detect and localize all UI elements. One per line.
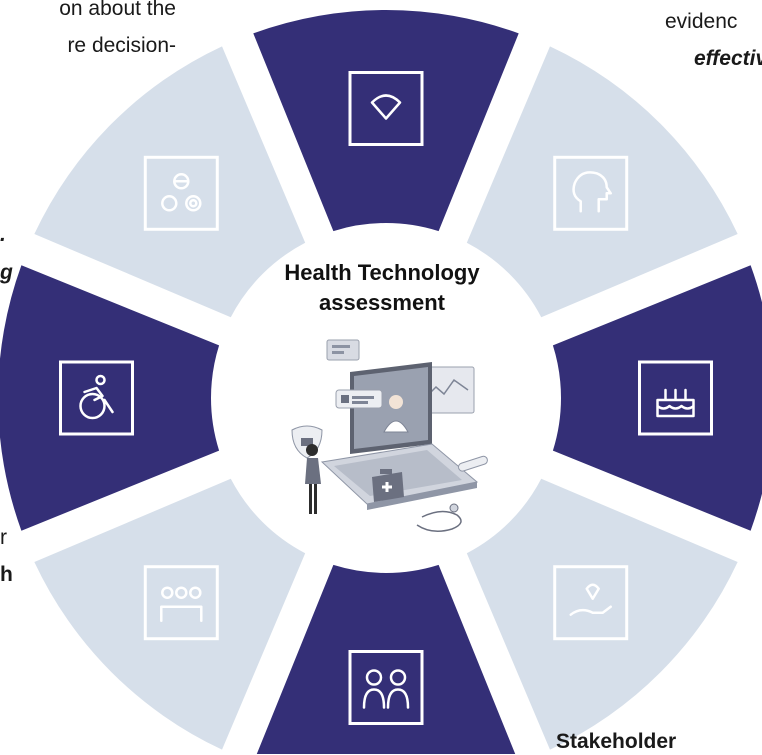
text-left-mid-line2: g xyxy=(0,261,13,284)
text-top-left-line2: re decision- xyxy=(67,34,176,57)
segment-left-lower xyxy=(0,265,220,531)
medical-kit xyxy=(372,469,404,502)
stethoscope xyxy=(416,503,462,532)
center-title-line1: Health Technology xyxy=(284,260,480,285)
hands-heart-icon xyxy=(348,71,424,146)
text-left-low-line2: h xyxy=(0,563,13,586)
pill-strip xyxy=(457,455,488,472)
text-top-right-line1: evidenc xyxy=(665,10,738,33)
text-bottom-right: Stakeholder xyxy=(556,730,677,753)
group-people-icon xyxy=(143,565,219,641)
text-left-mid-line1: . xyxy=(0,223,6,246)
head-profile-icon xyxy=(553,155,629,231)
center-title-line2: assessment xyxy=(319,290,445,315)
segment-right-lower xyxy=(466,478,738,750)
segment-right-upper xyxy=(552,265,762,531)
center-title: Health Technology assessment xyxy=(232,258,532,318)
text-left-low-line1: r xyxy=(0,526,7,549)
telehealth-laptop-illustration xyxy=(291,339,488,532)
hand-heart-icon xyxy=(553,565,629,641)
wheelchair-icon xyxy=(59,360,134,436)
wheel-segments xyxy=(0,9,762,754)
segment-bottom-left xyxy=(34,478,306,750)
laptop-screen xyxy=(335,362,432,454)
segment-bottom xyxy=(256,564,516,754)
pills-icon xyxy=(143,155,219,231)
segment-top-right xyxy=(466,46,738,318)
floating-panels xyxy=(326,339,475,414)
two-people-icon xyxy=(348,650,424,725)
text-top-left-line1: on about the xyxy=(59,0,176,20)
woman-figure xyxy=(305,444,321,514)
segment-left-upper xyxy=(34,46,306,318)
text-top-right-line2: effectiv xyxy=(694,47,762,70)
birthday-cake-icon xyxy=(638,360,713,436)
segment-top xyxy=(253,9,519,232)
